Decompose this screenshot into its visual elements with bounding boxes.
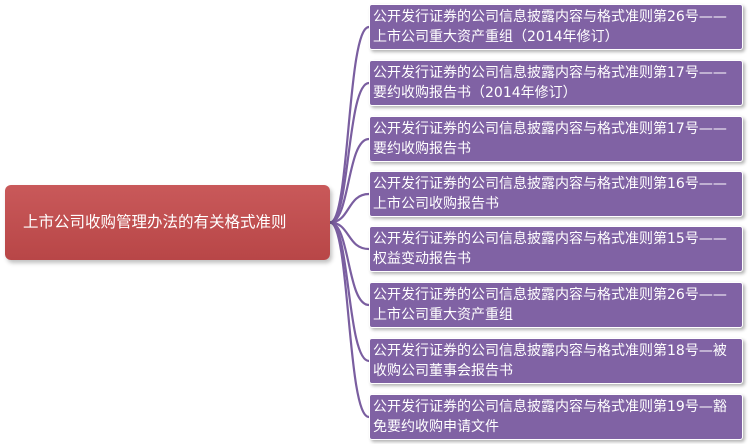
- connector-line-7: [329, 221, 370, 363]
- child-node-label: 公开发行证券的公司信息披露内容与格式准则第16号——上市公司收购报告书: [373, 176, 727, 212]
- child-node-8: 公开发行证券的公司信息披露内容与格式准则第19号—豁免要约收购申请文件: [369, 394, 743, 440]
- connector-line-1: [329, 25, 370, 224]
- child-node-1: 公开发行证券的公司信息披露内容与格式准则第26号——上市公司重大资产重组（201…: [369, 4, 743, 50]
- child-node-label: 公开发行证券的公司信息披露内容与格式准则第17号——要约收购报告书: [373, 121, 727, 157]
- child-node-6: 公开发行证券的公司信息披露内容与格式准则第26号——上市公司重大资产重组: [369, 282, 743, 328]
- child-node-4: 公开发行证券的公司信息披露内容与格式准则第16号——上市公司收购报告书: [369, 171, 743, 217]
- child-node-2: 公开发行证券的公司信息披露内容与格式准则第17号——要约收购报告书（2014年修…: [369, 60, 743, 106]
- child-node-label: 公开发行证券的公司信息披露内容与格式准则第15号——权益变动报告书: [373, 231, 727, 267]
- child-node-label: 公开发行证券的公司信息披露内容与格式准则第19号—豁免要约收购申请文件: [373, 399, 727, 435]
- child-node-label: 公开发行证券的公司信息披露内容与格式准则第18号—被收购公司董事会报告书: [373, 343, 727, 379]
- child-node-3: 公开发行证券的公司信息披露内容与格式准则第17号——要约收购报告书: [369, 116, 743, 162]
- child-node-label: 公开发行证券的公司信息披露内容与格式准则第17号——要约收购报告书（2014年修…: [373, 65, 727, 101]
- connector-line-4: [329, 192, 370, 224]
- child-node-7: 公开发行证券的公司信息披露内容与格式准则第18号—被收购公司董事会报告书: [369, 338, 743, 384]
- root-node: 上市公司收购管理办法的有关格式准则: [5, 185, 330, 260]
- connector-line-2: [329, 81, 370, 224]
- connector-line-3: [329, 137, 370, 224]
- child-node-label: 公开发行证券的公司信息披露内容与格式准则第26号——上市公司重大资产重组（201…: [373, 9, 727, 45]
- child-node-label: 公开发行证券的公司信息披露内容与格式准则第26号——上市公司重大资产重组: [373, 287, 727, 323]
- connector-line-8: [329, 221, 370, 419]
- root-node-label: 上市公司收购管理办法的有关格式准则: [23, 213, 287, 231]
- child-node-5: 公开发行证券的公司信息披露内容与格式准则第15号——权益变动报告书: [369, 226, 743, 272]
